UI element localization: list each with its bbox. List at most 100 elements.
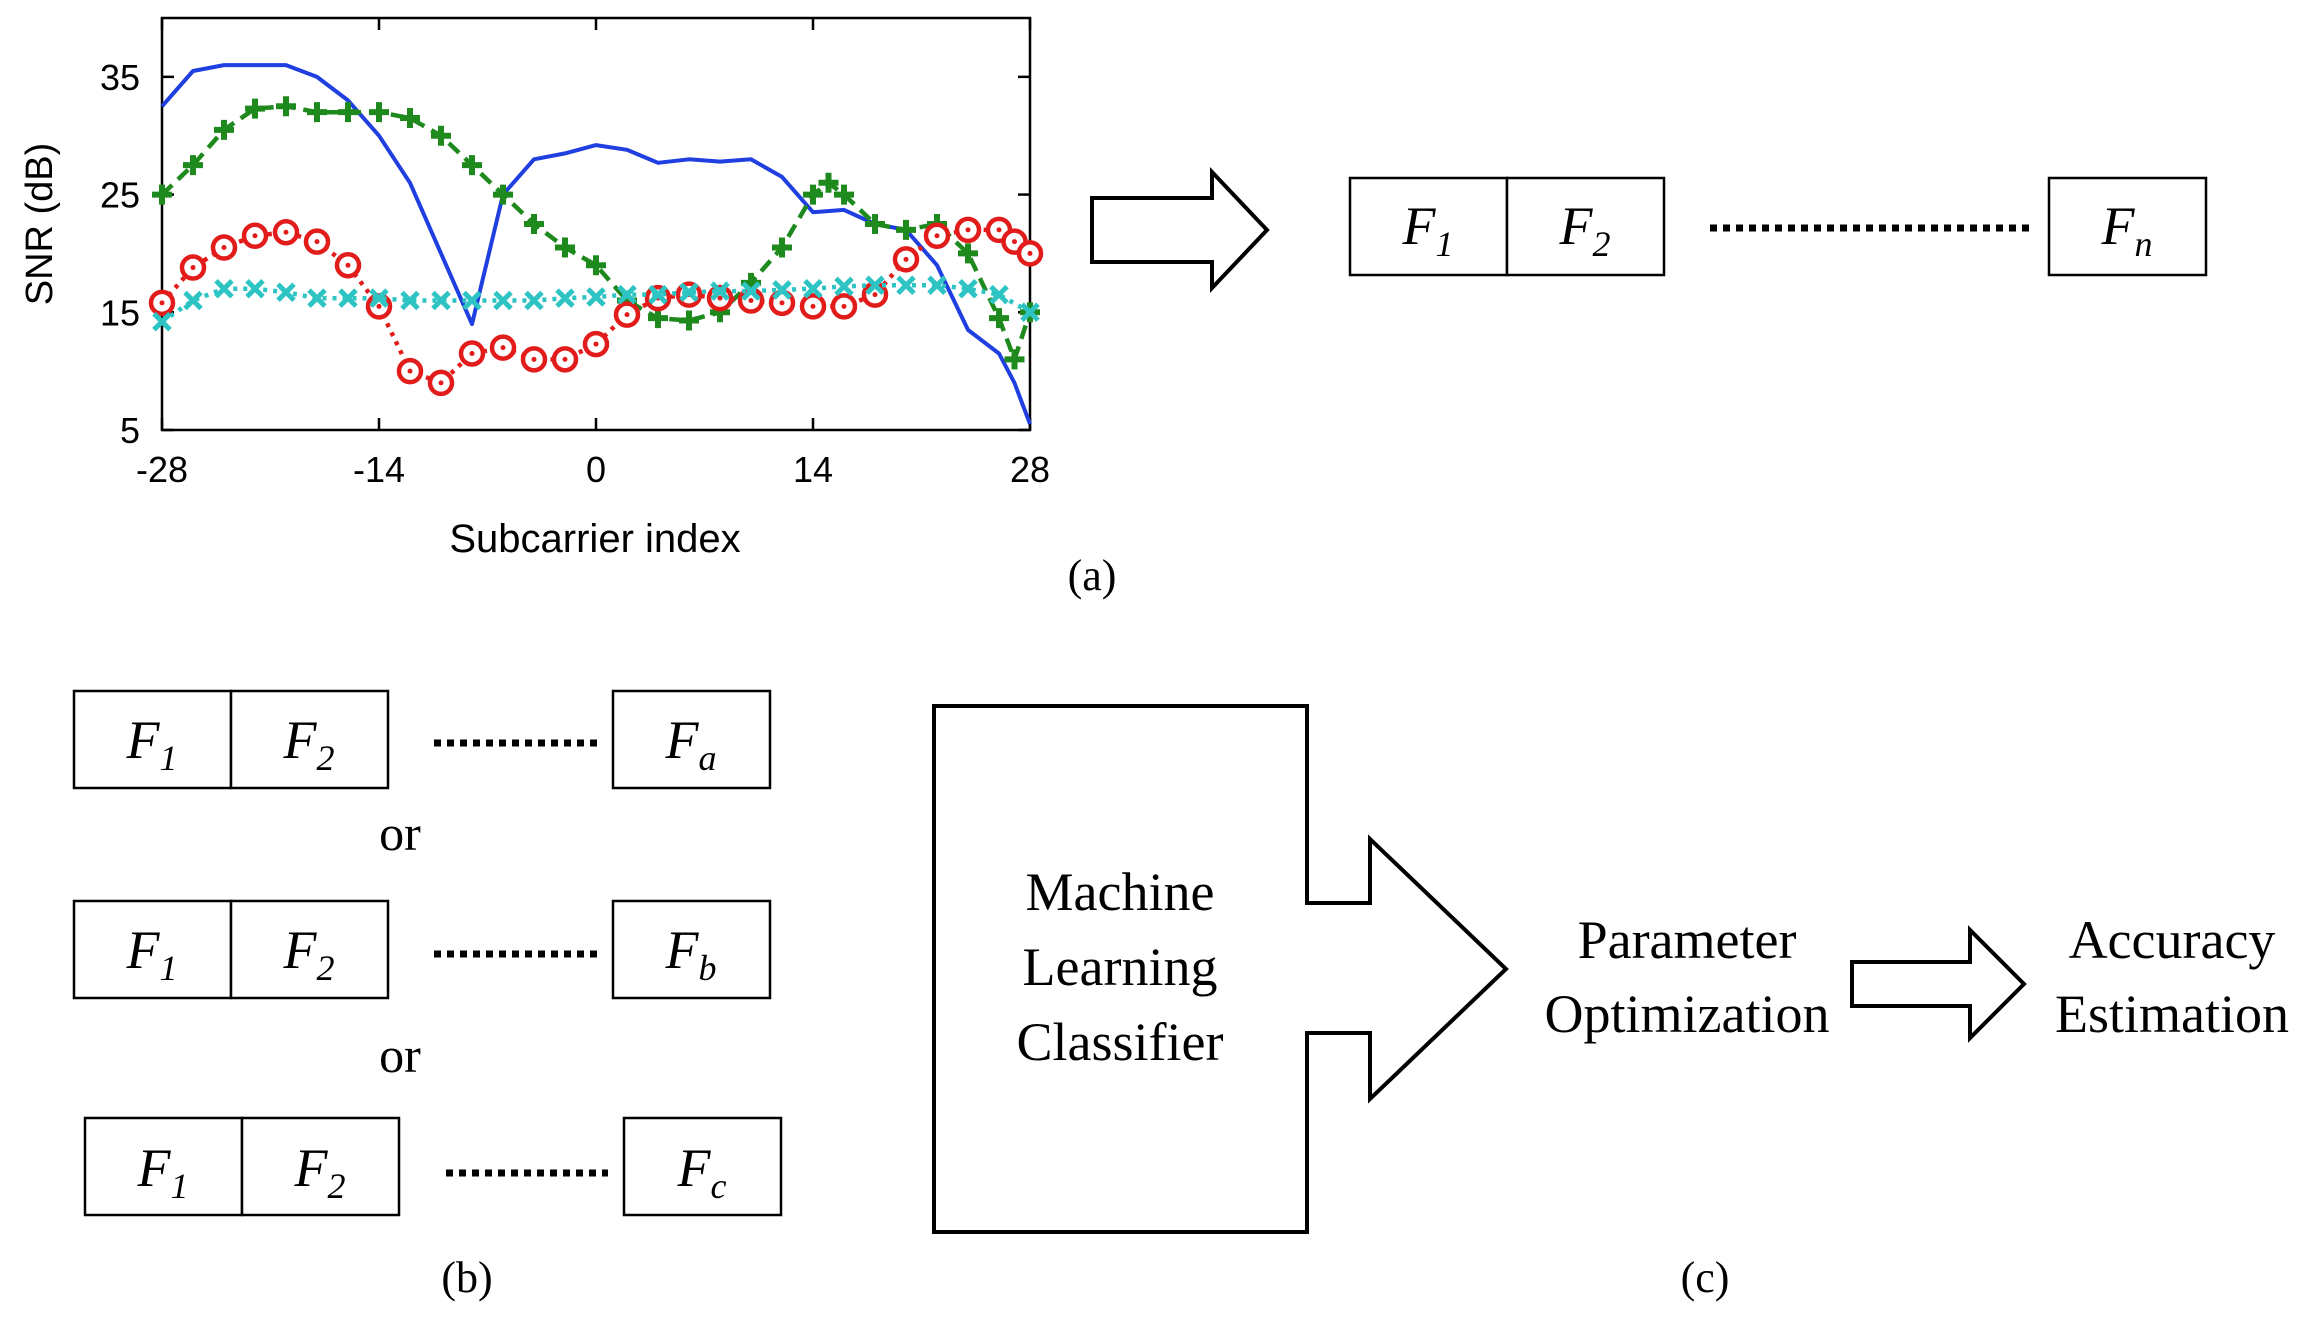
data-point [276, 282, 296, 303]
data-point-center [593, 341, 599, 347]
data-point-center [748, 298, 754, 304]
data-point [524, 290, 544, 311]
subset-b-box-f2 [229, 899, 390, 1000]
data-point-center [252, 233, 258, 239]
subset-b-box-last [611, 899, 772, 1000]
data-point [648, 308, 668, 329]
classifier-label-line3: Classifier [1017, 1012, 1224, 1072]
y-tick-label: 25 [100, 175, 140, 216]
data-point [896, 219, 916, 240]
data-point-center [562, 356, 568, 362]
data-point [462, 290, 482, 311]
data-point-center [376, 303, 382, 309]
data-point [958, 278, 978, 299]
data-point [1004, 349, 1025, 370]
data-point-center [624, 312, 630, 318]
feature-box-f2 [1505, 176, 1666, 277]
panel-label-a: (a) [1068, 551, 1117, 600]
data-point [586, 255, 606, 276]
data-point [431, 125, 451, 146]
data-point [183, 290, 203, 311]
data-point [989, 308, 1009, 329]
data-point-center [469, 350, 475, 356]
feature-subset-b: F1 F2 Fb [72, 899, 772, 1000]
series-1 [160, 63, 1032, 425]
x-tick-label: 28 [1010, 449, 1050, 490]
data-point-center [345, 262, 351, 268]
data-point [989, 284, 1009, 305]
feature-subset-c: F1 F2 Fc [83, 1116, 783, 1217]
data-point [245, 98, 265, 119]
data-point-center [314, 239, 320, 245]
data-point [958, 243, 978, 264]
subset-b-label-last: Fb [665, 920, 717, 988]
data-point [462, 155, 482, 176]
subset-c-label-last: Fc [677, 1138, 727, 1206]
data-point [834, 184, 854, 205]
feature-box-fn [2047, 176, 2208, 277]
data-point [865, 214, 885, 234]
y-axis-label: SNR (dB) [19, 143, 61, 306]
subset-b-label-f2: F2 [283, 920, 335, 988]
feature-box-f1 [1348, 176, 1509, 277]
data-point [741, 281, 761, 301]
series-layer [148, 63, 1044, 425]
data-point [834, 276, 854, 297]
data-point [493, 184, 513, 205]
data-point [896, 275, 916, 295]
data-point [818, 172, 839, 193]
subset-a-label-f1: F1 [126, 710, 178, 778]
data-point [772, 237, 792, 258]
subset-b-box-f1 [72, 899, 233, 1000]
data-point-center [996, 227, 1002, 233]
or-label-2: or [379, 1027, 421, 1083]
subset-c-label-f1: F1 [137, 1138, 189, 1206]
data-point [772, 280, 792, 300]
feature-label-f2: F2 [1559, 196, 1611, 264]
data-point [679, 282, 699, 303]
data-point [524, 214, 544, 234]
data-point-center [903, 256, 909, 262]
data-point [648, 284, 668, 305]
param-opt-line2: Optimization [1545, 984, 1830, 1044]
param-opt-line1: Parameter [1578, 910, 1797, 970]
data-point [431, 290, 451, 311]
data-point [555, 237, 575, 258]
data-point-center [965, 227, 971, 233]
data-point-center [438, 380, 444, 386]
x-axis-label: Subcarrier index [449, 517, 740, 561]
series-3 [148, 216, 1044, 397]
feature-label-fn: Fn [2101, 196, 2153, 264]
subset-a-label-last: Fa [665, 710, 717, 778]
feature-vector-a: F1 F2 Fn [1348, 176, 2208, 277]
data-point [338, 102, 358, 123]
data-point [803, 184, 823, 205]
data-point [617, 284, 637, 305]
classifier-block [932, 704, 1509, 1234]
data-point-center [872, 292, 878, 298]
arrow-chart-to-features [1090, 166, 1270, 294]
x-tick-label: 0 [586, 449, 606, 490]
subset-a-box-last [611, 689, 772, 790]
data-point-center [531, 356, 537, 362]
data-point-center [221, 245, 227, 251]
classifier-label-line1: Machine [1026, 862, 1215, 922]
data-point [865, 275, 885, 295]
data-point-center [1012, 239, 1017, 245]
data-point-center [159, 300, 165, 306]
subset-c-label-f2: F2 [294, 1138, 346, 1206]
or-label-1: or [379, 805, 421, 861]
data-point-center [190, 265, 196, 271]
feature-label-f1: F1 [1402, 196, 1454, 264]
data-point [493, 290, 513, 311]
data-point [183, 155, 203, 176]
data-point-center [841, 303, 847, 309]
data-point-center [810, 303, 816, 309]
data-point [152, 184, 172, 205]
data-point [214, 278, 234, 299]
subset-b-label-f1: F1 [126, 920, 178, 988]
y-tick-label: 35 [100, 57, 140, 98]
